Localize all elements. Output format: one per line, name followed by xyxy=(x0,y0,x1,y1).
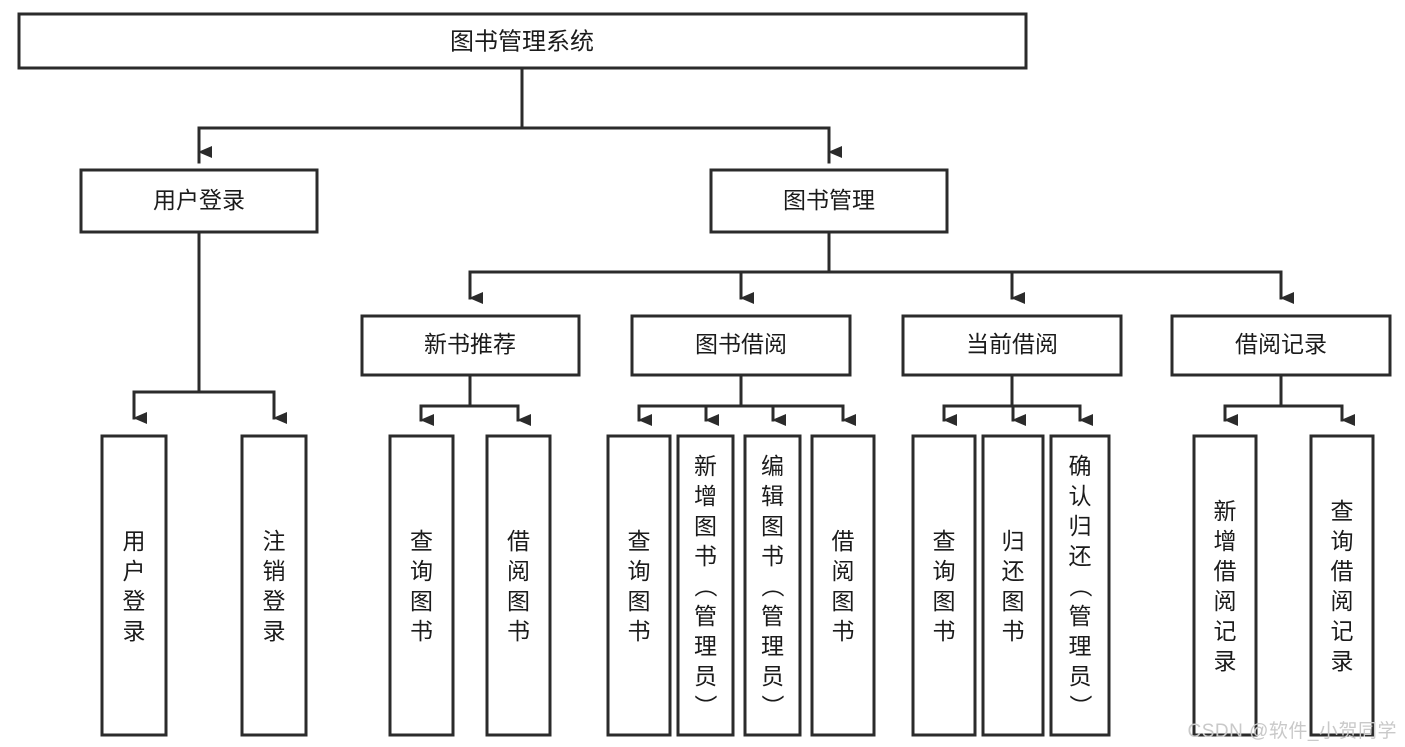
book-borrow-box[interactable] xyxy=(630,314,852,377)
new-book-rec-label: 新书推荐 xyxy=(424,331,516,357)
nodes-layer: 图书管理系统 用户登录 图书管理 新书推荐 图书借阅 当前 xyxy=(17,12,1392,737)
root-box[interactable] xyxy=(17,12,1028,70)
node-borrow-record[interactable]: 借阅记录 xyxy=(1170,314,1392,377)
edge-borrowrecord-bus xyxy=(1223,373,1344,408)
leaf-user-login-box[interactable] xyxy=(100,434,168,737)
node-book-manage[interactable]: 图书管理 xyxy=(709,168,949,234)
node-root[interactable]: 图书管理系统 xyxy=(17,12,1028,70)
book-manage-box[interactable] xyxy=(709,168,949,234)
leaf-add-borrow-record-box[interactable] xyxy=(1192,434,1258,737)
edge-bookborrow-bus xyxy=(637,373,845,408)
leaf-borrow-book-rec-box[interactable] xyxy=(485,434,552,737)
leaf-return-book-box[interactable] xyxy=(981,434,1045,737)
new-book-rec-box[interactable] xyxy=(360,314,581,377)
leaf-query-borrow-record-box[interactable] xyxy=(1309,434,1375,737)
borrow-record-label: 借阅记录 xyxy=(1235,331,1327,357)
leaf-user-logout-box[interactable] xyxy=(240,434,308,737)
current-borrow-box[interactable] xyxy=(901,314,1123,377)
leaf-borrow-book-box[interactable] xyxy=(810,434,876,737)
edge-bookmanage-bus xyxy=(468,230,1283,274)
root-label: 图书管理系统 xyxy=(450,28,594,55)
leaf-query-book-borrow-box[interactable] xyxy=(606,434,672,737)
leaf-edit-book-admin-box[interactable] xyxy=(743,434,802,737)
leaf-confirm-return-admin-box[interactable] xyxy=(1049,434,1111,737)
borrow-record-box[interactable] xyxy=(1170,314,1392,377)
node-current-borrow[interactable]: 当前借阅 xyxy=(901,314,1123,377)
edge-userlogin-bus xyxy=(132,230,276,394)
user-login-label: 用户登录 xyxy=(153,187,245,213)
user-login-box[interactable] xyxy=(79,168,319,234)
edge-newbook-bus xyxy=(419,373,520,408)
leaf-add-book-admin-box[interactable] xyxy=(676,434,735,737)
edges-layer xyxy=(132,66,1355,426)
node-user-login[interactable]: 用户登录 xyxy=(79,168,319,234)
book-borrow-label: 图书借阅 xyxy=(695,331,787,357)
book-manage-label: 图书管理 xyxy=(783,187,875,213)
node-book-borrow[interactable]: 图书借阅 xyxy=(630,314,852,377)
leaf-query-book-cur-box[interactable] xyxy=(911,434,977,737)
current-borrow-label: 当前借阅 xyxy=(966,331,1058,357)
node-new-book-rec[interactable]: 新书推荐 xyxy=(360,314,581,377)
leaf-query-book-rec-box[interactable] xyxy=(388,434,455,737)
edge-currentborrow-bus xyxy=(942,373,1082,408)
edge-root-bus xyxy=(197,66,831,164)
leaf-boxes-layer xyxy=(100,434,1375,737)
